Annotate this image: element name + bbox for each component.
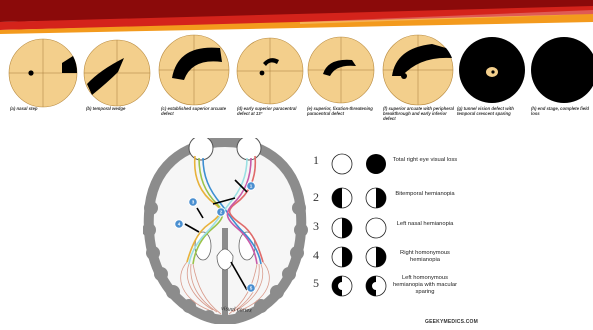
field-caption-f: (f) superior arcuate with peripheral bre… (383, 106, 455, 121)
svg-text:3: 3 (192, 200, 195, 205)
visual-field-g (459, 37, 525, 103)
svg-text:4: 4 (178, 222, 181, 227)
defect-eye-grid (331, 153, 397, 298)
svg-text:1: 1 (250, 184, 253, 189)
defect-label-4: Right homonymous hemianopia (389, 250, 461, 264)
field-caption-h: (h) end stage, complete field loss (531, 106, 591, 116)
visual-field-e (308, 37, 374, 103)
defect-number-2: 2 (313, 190, 319, 205)
defect-label-5: Left homonymous hemianopia with macular … (389, 275, 461, 296)
field-caption-c: (c) established superior arcuate defect (161, 106, 233, 116)
defect-number-5: 5 (313, 276, 319, 291)
defect-number-1: 1 (313, 153, 319, 168)
field-caption-a: (a) nasal step (10, 106, 82, 111)
visual-field-a (9, 39, 77, 107)
credit-text: GEEKYMEDICS.COM (425, 319, 478, 325)
slide-banner (0, 0, 593, 34)
defect-label-2: Bitemporal hemianopia (395, 191, 455, 198)
svg-text:2: 2 (220, 210, 223, 215)
defect-number-4: 4 (313, 248, 319, 263)
visual-field-b (84, 40, 150, 106)
field-caption-d: (d) early superior paracentral defect at… (237, 106, 309, 116)
defect-label-3: Left nasal hemianopia (395, 221, 455, 228)
field-caption-b: (b) temporal wedge (86, 106, 158, 111)
defect-label-1: Total right eye visual loss (389, 157, 461, 164)
visual-pathway-diagram: 12 34 5 visual cortex (143, 138, 308, 324)
field-caption-e: (e) superior, fixation-threatening parac… (307, 106, 379, 116)
visual-field-h (531, 37, 593, 103)
visual-field-c (159, 35, 229, 105)
visual-field-f (383, 35, 453, 105)
visual-field-d (237, 38, 303, 104)
defect-number-3: 3 (313, 219, 319, 234)
field-caption-g: (g) tunnel vision defect with temporal c… (457, 106, 529, 116)
svg-text:5: 5 (250, 286, 253, 291)
